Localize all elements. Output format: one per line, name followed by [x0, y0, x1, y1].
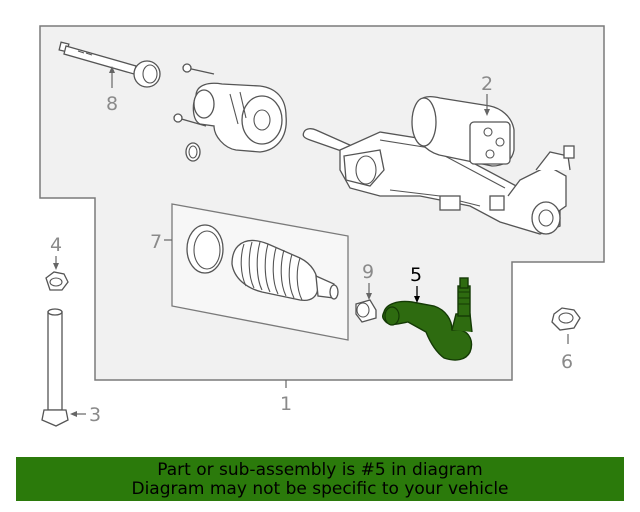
part-9-bushing[interactable] — [355, 299, 377, 323]
part-7-boot-kit[interactable] — [171, 203, 349, 341]
pinion-housing — [192, 82, 287, 153]
callout-6: 6 — [561, 351, 573, 373]
banner-line-1: Part or sub-assembly is #5 in diagram — [157, 460, 483, 480]
part-info-banner: Part or sub-assembly is #5 in diagram Di… — [16, 457, 624, 501]
callout-9: 9 — [362, 261, 374, 283]
part-2-motor[interactable] — [411, 96, 515, 167]
part-3-bolt[interactable] — [41, 308, 69, 427]
parts-diagram: 8 — [39, 25, 605, 427]
pinion-housing-bolts — [173, 63, 215, 162]
callout-8: 8 — [106, 93, 118, 115]
part-4-nut[interactable] — [45, 271, 69, 291]
callout-5: 5 — [410, 264, 422, 286]
banner-line-2: Diagram may not be specific to your vehi… — [131, 479, 509, 499]
callout-3: 3 — [89, 404, 101, 426]
part-5-outer-tie-rod-end[interactable] — [381, 277, 473, 361]
part-6-nut[interactable] — [551, 307, 581, 331]
part-1-rack-housing[interactable] — [302, 128, 575, 235]
callout-2: 2 — [481, 73, 493, 95]
callout-1: 1 — [280, 393, 292, 415]
part-8-inner-tie-rod[interactable] — [58, 41, 161, 88]
callout-4: 4 — [50, 234, 62, 256]
callout-7: 7 — [150, 231, 162, 253]
